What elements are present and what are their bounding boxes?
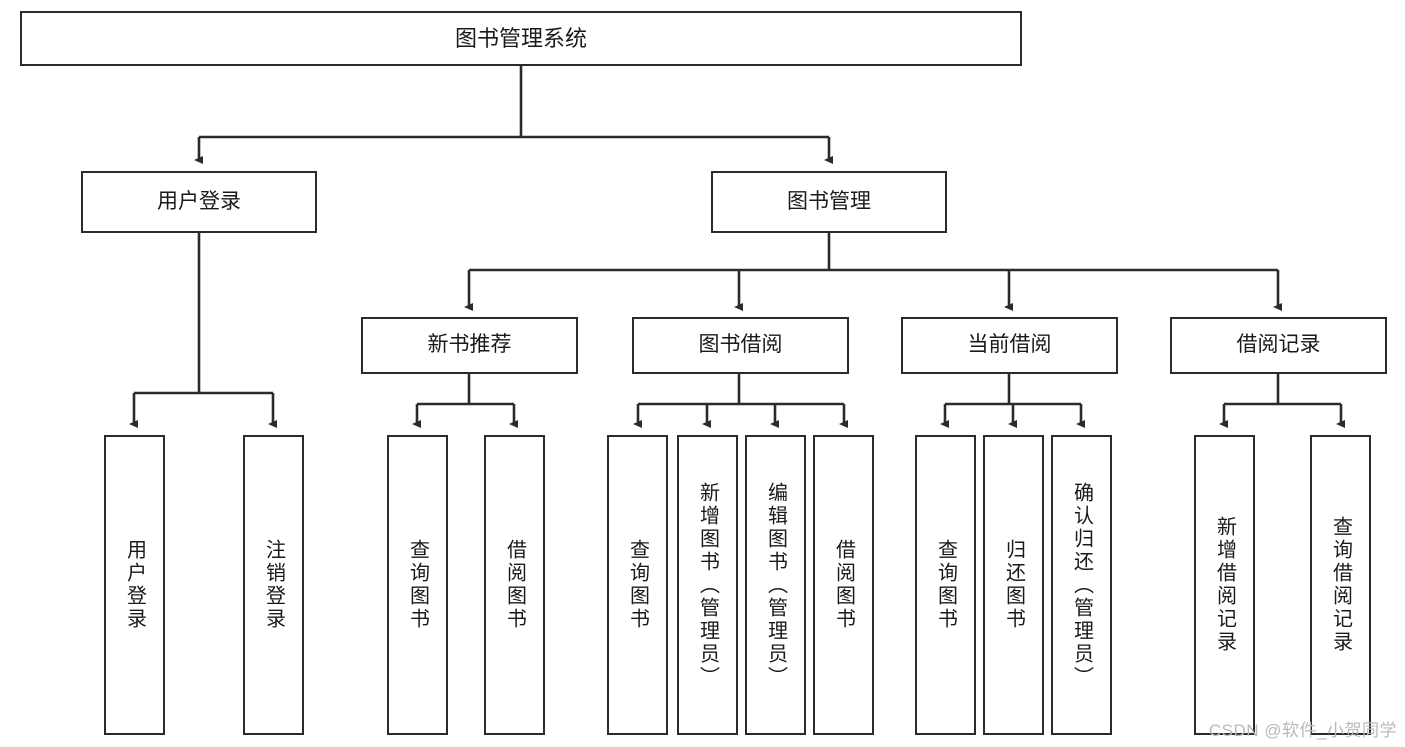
leaf-label: 新增图书（管理员） <box>696 481 719 689</box>
leaf-new-book-borrow[interactable]: 借阅图书 <box>484 435 545 735</box>
node-current-borrow[interactable]: 当前借阅 <box>901 317 1118 374</box>
leaf-label: 查询借阅记录 <box>1329 516 1352 654</box>
node-root[interactable]: 图书管理系统 <box>20 11 1022 66</box>
leaf-book-borrow-query[interactable]: 查询图书 <box>607 435 668 735</box>
leaf-label: 查询图书 <box>934 539 957 631</box>
leaf-current-borrow-confirm[interactable]: 确认归还（管理员） <box>1051 435 1112 735</box>
leaf-label: 查询图书 <box>626 539 649 631</box>
leaf-label: 查询图书 <box>406 539 429 631</box>
csdn-watermark: CSDN @软件_小贺同学 <box>1208 721 1397 740</box>
leaf-label: 注销登录 <box>262 539 285 631</box>
leaf-label: 编辑图书（管理员） <box>764 481 787 689</box>
leaf-user-login-logout[interactable]: 注销登录 <box>243 435 304 735</box>
leaf-book-borrow-edit[interactable]: 编辑图书（管理员） <box>745 435 806 735</box>
node-book-borrow-label: 图书借阅 <box>698 333 783 357</box>
node-borrow-record[interactable]: 借阅记录 <box>1170 317 1387 374</box>
leaf-new-book-query[interactable]: 查询图书 <box>387 435 448 735</box>
node-current-borrow-label: 当前借阅 <box>967 333 1052 357</box>
node-book-borrow[interactable]: 图书借阅 <box>632 317 849 374</box>
node-user-login[interactable]: 用户登录 <box>81 171 317 233</box>
leaf-book-borrow-borrow[interactable]: 借阅图书 <box>813 435 874 735</box>
leaf-label: 借阅图书 <box>503 539 526 631</box>
node-root-label: 图书管理系统 <box>454 25 587 51</box>
leaf-label: 归还图书 <box>1002 539 1025 631</box>
leaf-label: 借阅图书 <box>832 539 855 631</box>
leaf-label: 新增借阅记录 <box>1213 516 1236 654</box>
leaf-label: 确认归还（管理员） <box>1070 481 1093 689</box>
node-borrow-record-label: 借阅记录 <box>1236 333 1321 357</box>
node-new-book-recommend[interactable]: 新书推荐 <box>361 317 578 374</box>
leaf-label: 用户登录 <box>123 539 146 631</box>
leaf-user-login-login[interactable]: 用户登录 <box>104 435 165 735</box>
node-book-management[interactable]: 图书管理 <box>711 171 947 233</box>
leaf-borrow-record-query[interactable]: 查询借阅记录 <box>1310 435 1371 735</box>
leaf-borrow-record-add[interactable]: 新增借阅记录 <box>1194 435 1255 735</box>
leaf-book-borrow-add[interactable]: 新增图书（管理员） <box>677 435 738 735</box>
node-new-book-recommend-label: 新书推荐 <box>427 333 512 357</box>
node-book-management-label: 图书管理 <box>787 189 871 213</box>
node-user-login-label: 用户登录 <box>157 189 241 213</box>
leaf-current-borrow-query[interactable]: 查询图书 <box>915 435 976 735</box>
leaf-current-borrow-return[interactable]: 归还图书 <box>983 435 1044 735</box>
